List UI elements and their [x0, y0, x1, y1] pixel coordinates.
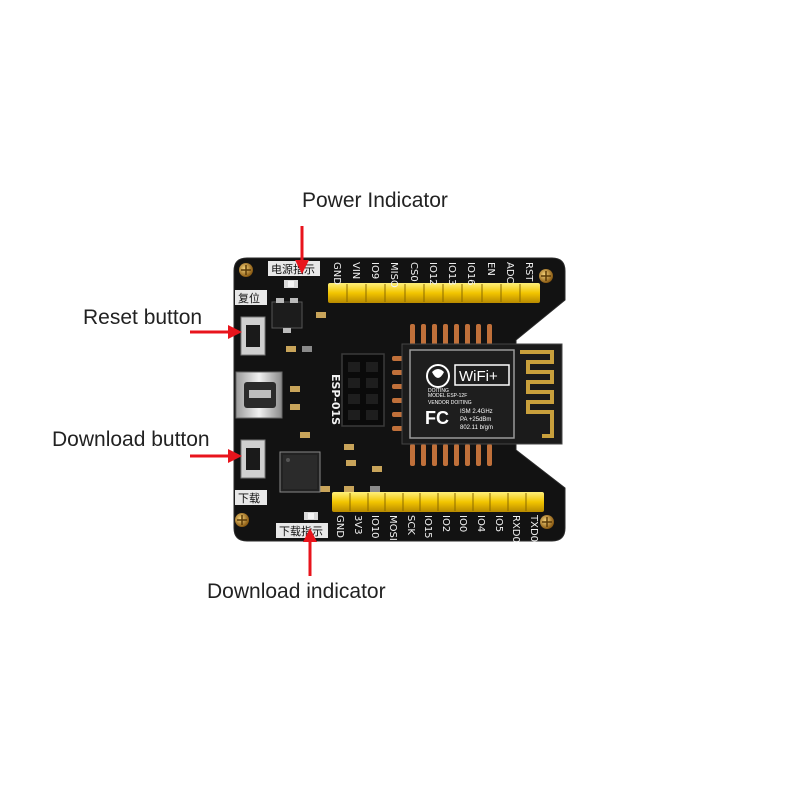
reset-button[interactable] [240, 316, 266, 356]
bottom-pin-label: IO5 [493, 515, 504, 532]
bottom-pin-label: GND [334, 515, 345, 538]
wifi-label: WiFi+ [459, 368, 498, 385]
module-spec-line: PA +25dBm [460, 417, 491, 423]
wifi-badge [454, 364, 510, 386]
bottom-pin-label: RXD0 [510, 515, 521, 543]
top-pin-label: RST [523, 262, 534, 282]
top-pin-label: MISO [388, 262, 399, 288]
micro-usb-port [235, 371, 283, 419]
module-spec-line: ISM 2.4GHz [460, 409, 493, 415]
module-logo: DOITING [426, 364, 450, 394]
fcc-mark: FC [425, 408, 449, 428]
module-spec-line: 802.11 b/g/n [460, 425, 493, 431]
download-led [304, 512, 318, 520]
top-pin-label: IO16 [465, 262, 476, 286]
pcb-antenna-trace [520, 350, 554, 438]
bottom-pin-label: IO10 [369, 515, 380, 539]
bottom-pin-label: IO4 [475, 515, 486, 532]
top-pin-label: VIN [350, 262, 361, 279]
top-pin-label: ADC [504, 262, 515, 284]
top-pin-label: IO9 [369, 262, 380, 279]
esp01s-socket [341, 353, 385, 427]
bottom-pin-label: IO0 [457, 515, 468, 532]
module-vendor: VENDOR DOITING [428, 400, 472, 406]
reset-label-box [235, 290, 267, 305]
smd-components [286, 312, 382, 492]
power-led-label: 电源指示 [271, 262, 315, 276]
bottom-pin-label: 3V3 [352, 515, 363, 535]
download-indicator-callout: Download indicator [207, 580, 386, 603]
usb-uart-chip [279, 451, 321, 493]
mounting-screws [235, 263, 554, 529]
top-pin-label: IO13 [446, 262, 457, 286]
download-label-box [235, 490, 267, 505]
callout-arrows [190, 226, 317, 576]
download-button-callout: Download button [52, 428, 210, 451]
module-model: MODEL ESP-12F [428, 393, 467, 399]
reset-label: 复位 [238, 291, 260, 305]
module-brand: DOITING [428, 388, 449, 394]
download-button[interactable] [240, 439, 266, 479]
power-led [284, 280, 298, 288]
reset-button-callout: Reset button [83, 306, 203, 329]
esp01s-socket-label: ESP-01S [329, 374, 342, 425]
download-label: 下载 [238, 492, 260, 505]
top-pin-label: EN [485, 262, 496, 276]
bottom-pin-label: TXD0 [528, 514, 539, 542]
top-pin-label: IO12 [427, 262, 438, 286]
power-led-label-box [268, 261, 320, 276]
bottom-pin-header [332, 492, 544, 512]
voltage-regulator [271, 298, 303, 333]
bottom-pin-label: IO15 [422, 515, 433, 539]
top-pin-label: GND [331, 262, 342, 285]
download-led-label-box [276, 523, 328, 538]
top-pin-header [328, 283, 540, 303]
bottom-pin-label: MOSI [387, 515, 398, 541]
bottom-pin-label: SCK [405, 515, 416, 535]
bottom-pin-label: IO2 [440, 515, 451, 532]
top-pin-label: CS0 [408, 262, 419, 282]
power-indicator-callout: Power Indicator [302, 189, 448, 212]
download-led-label: 下载指示 [279, 524, 323, 538]
